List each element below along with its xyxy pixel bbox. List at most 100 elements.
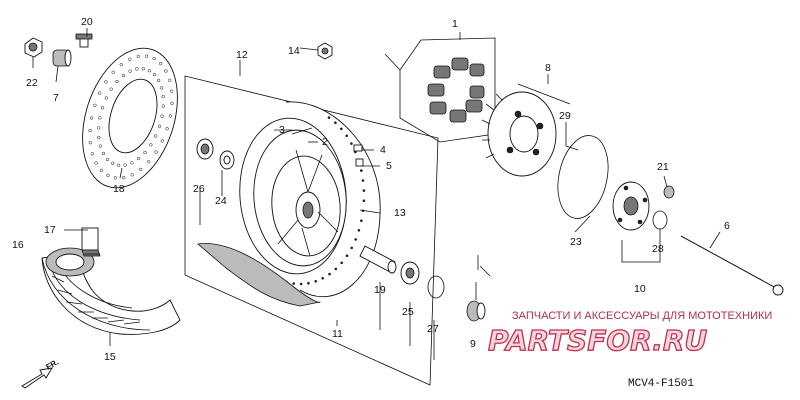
disc-hole (106, 173, 110, 178)
retaining-ring-23 (557, 135, 609, 219)
disc-hole (136, 156, 141, 161)
disc-hole (98, 144, 103, 148)
wheel-dot (334, 121, 337, 124)
valve-parts (291, 127, 364, 167)
callout-9: 9 (470, 338, 476, 350)
wheel-dot (362, 199, 366, 202)
rear-axle (680, 235, 784, 296)
disc-hole (99, 168, 103, 173)
driven-flange (481, 91, 557, 177)
rim-band (81, 227, 101, 257)
disc-hole (100, 106, 105, 110)
wheel-dot (357, 229, 361, 232)
disc-hole (136, 54, 140, 59)
disc-hole (161, 104, 165, 108)
disc-hole (104, 80, 108, 84)
seal-24 (219, 150, 235, 170)
tube (45, 247, 95, 277)
callout-11: 11 (332, 328, 343, 340)
watermark-tagline: ЗАПЧАСТИ И АКСЕССУАРЫ ДЛЯ МОТОТЕХНИКИ (512, 310, 772, 322)
disc-hole (164, 69, 168, 73)
disc-hole (121, 73, 126, 78)
callout-5: 5 (386, 160, 392, 172)
wheel-dot (314, 280, 318, 283)
leader-lines (32, 28, 721, 360)
disc-hole (161, 94, 165, 99)
disc-hole (152, 72, 157, 77)
disc-hole (111, 70, 115, 74)
callout-16: 16 (12, 239, 24, 251)
o-ring-28 (652, 210, 668, 230)
wheel-dot (345, 134, 349, 138)
disc-hole (90, 152, 94, 156)
callout-17: 17 (44, 224, 56, 236)
callout-18: 18 (113, 183, 125, 195)
wheel-dot (350, 246, 354, 250)
callout-28: 28 (652, 243, 664, 255)
disc-hole (159, 61, 163, 66)
nut-22 (24, 37, 43, 58)
disc-hole (159, 86, 164, 90)
callout-14: 14 (288, 45, 300, 57)
watermark: ЗАПЧАСТИ И АКСЕССУАРЫ ДЛЯ МОТОТЕХНИКИ PA… (487, 310, 772, 358)
wheel-dot (340, 261, 344, 265)
callout-25: 25 (402, 306, 414, 318)
callout-23: 23 (570, 236, 582, 248)
disc-hole (93, 103, 97, 107)
callout-12: 12 (236, 49, 248, 61)
damper-rubbers (427, 57, 485, 123)
callout-27: 27 (427, 323, 439, 335)
disc-hole (122, 175, 126, 180)
disc-hole (105, 157, 110, 162)
callout-24: 24 (215, 195, 227, 207)
disc-hole (147, 160, 151, 164)
disc-hole (139, 167, 143, 172)
collar-19 (359, 245, 397, 274)
wheel-dot (327, 116, 331, 119)
disc-hole (157, 124, 162, 128)
disc-hole (165, 127, 169, 131)
callout-29: 29 (559, 110, 571, 122)
callout-26: 26 (193, 183, 205, 195)
direction-label: FR. (45, 357, 61, 371)
disc-hole (97, 126, 101, 130)
disc-hole (111, 161, 115, 165)
brake-disc (82, 47, 178, 189)
disc-hole (149, 143, 153, 147)
circlip-27 (427, 275, 445, 299)
bolt-20 (75, 33, 93, 48)
callout-10: 10 (634, 283, 646, 295)
nut-14 (317, 42, 333, 60)
disc-hole (170, 101, 174, 106)
disc-hole (128, 69, 132, 73)
direction-arrow: FR. (21, 357, 61, 389)
disc-hole (113, 176, 118, 180)
disc-hole (170, 89, 174, 93)
disc-hole (160, 139, 164, 143)
bearing-26 (196, 138, 214, 160)
disc-hole (147, 69, 151, 73)
rim-tape (197, 243, 321, 307)
callout-19: 19 (374, 284, 386, 296)
callout-15: 15 (104, 351, 116, 363)
disc-hole (144, 54, 149, 58)
callout-4: 4 (380, 144, 386, 156)
disc-hole (130, 173, 134, 177)
disc-hole (168, 114, 173, 118)
disc-hole (130, 161, 134, 165)
wheel-dot (361, 179, 365, 182)
callout-20: 20 (81, 16, 93, 28)
disc-hole (160, 114, 164, 118)
disc-hole (168, 78, 172, 82)
callout-21: 21 (657, 161, 669, 173)
wheel-dot (360, 219, 363, 222)
callout-13: 13 (394, 207, 406, 219)
disc-hole (115, 79, 119, 84)
disc-hole (141, 67, 146, 71)
disc-hole (152, 56, 156, 61)
disc-hole (98, 116, 102, 120)
wheel-dot (334, 267, 338, 271)
wheel-group-box (184, 75, 439, 386)
wheel-dot (354, 238, 358, 241)
